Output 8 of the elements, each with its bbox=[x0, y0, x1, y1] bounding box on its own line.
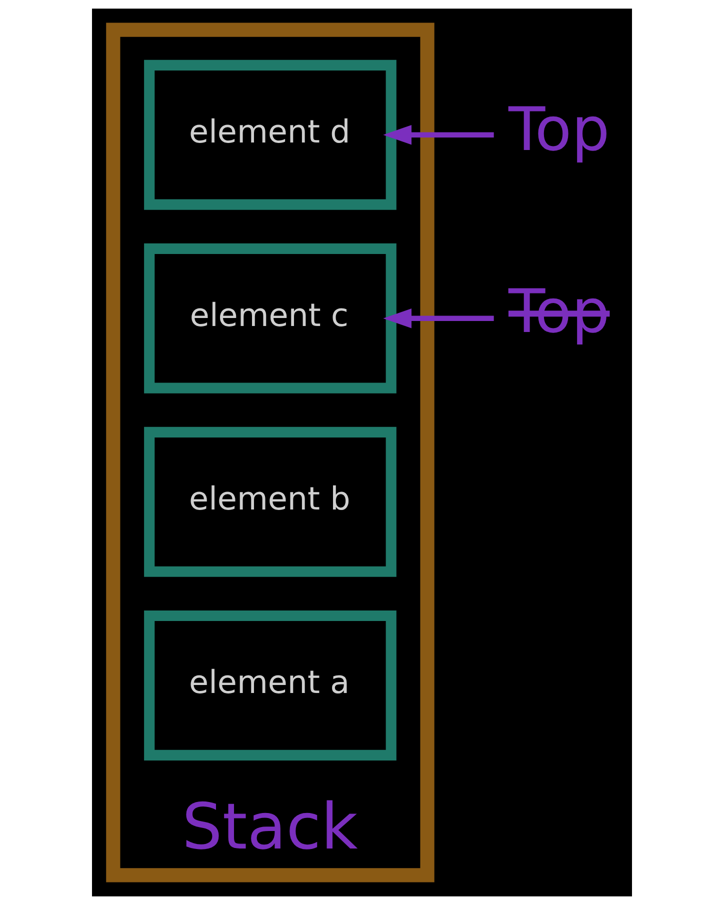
node-box: element c bbox=[144, 243, 396, 394]
arrow bbox=[382, 124, 494, 145]
node-box: element d bbox=[144, 60, 396, 210]
node-text: Top bbox=[508, 95, 610, 166]
node-box: element a bbox=[144, 610, 396, 760]
node-box: element b bbox=[144, 426, 396, 577]
node-text: Top bbox=[508, 276, 610, 347]
arrow bbox=[382, 308, 494, 328]
